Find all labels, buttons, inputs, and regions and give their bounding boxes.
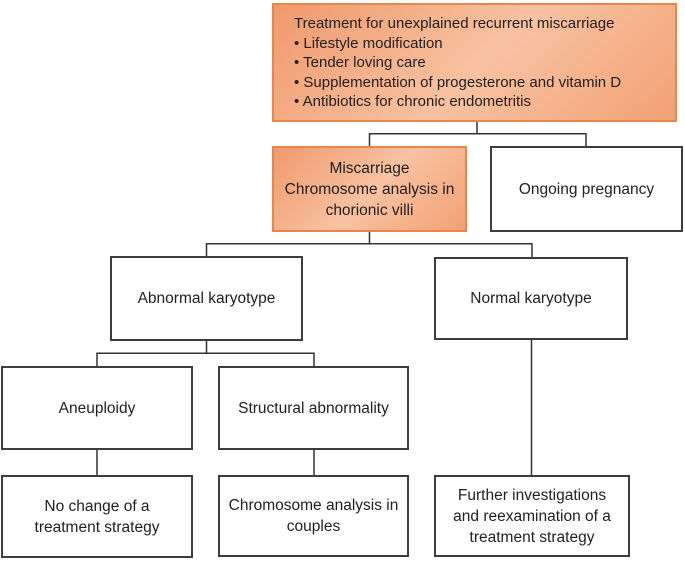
node-line: Chromosome analysis in <box>228 497 399 514</box>
treatment-bullet-3: • Supplementation of progesterone and vi… <box>294 73 622 91</box>
connector-level2-rail <box>368 133 587 146</box>
node-line: Chromosome analysis in <box>284 180 455 198</box>
node-line: Normal karyotype <box>470 290 592 307</box>
node-line: and reexamination of a <box>453 507 611 525</box>
connector-level4-rail <box>96 352 315 366</box>
node-line: No change of a <box>44 497 150 515</box>
node-line: Aneuploidy <box>58 399 136 417</box>
node-abnormal-karyotype: Abnormal karyotype <box>110 256 303 341</box>
node-structural-abnormality: Structural abnormality <box>218 366 409 450</box>
node-line: couples <box>286 518 341 535</box>
node-further-investigations: Further investigations and reexamination… <box>434 475 630 557</box>
node-line: Miscarriage <box>329 159 410 177</box>
node-line: treatment strategy <box>469 528 595 546</box>
node-line: chorionic villi <box>325 201 414 219</box>
node-normal-karyotype: Normal karyotype <box>434 257 628 340</box>
node-treatment-plan: Treatment for unexplained recurrent misc… <box>272 3 677 122</box>
node-line: treatment strategy <box>34 518 160 536</box>
node-miscarriage-analysis: Miscarriage Chromosome analysis in chori… <box>272 146 467 232</box>
node-line: Further investigations <box>457 486 607 504</box>
treatment-bullet-4: • Antibiotics for chronic endometritis <box>294 93 532 110</box>
node-line: Ongoing pregnancy <box>518 180 655 198</box>
node-ongoing-pregnancy: Ongoing pregnancy <box>490 146 683 232</box>
treatment-title: Treatment for unexplained recurrent misc… <box>294 15 615 32</box>
node-aneuploidy: Aneuploidy <box>1 366 193 450</box>
treatment-bullet-1: • Lifestyle modification <box>294 34 443 52</box>
node-no-change-strategy: No change of a treatment strategy <box>1 475 193 558</box>
node-chromosome-analysis-couples: Chromosome analysis in couples <box>218 475 409 557</box>
node-line: Structural abnormality <box>238 399 389 417</box>
node-line: Abnormal karyotype <box>137 290 276 307</box>
connector-level3-rail <box>205 243 533 257</box>
treatment-bullet-2: • Tender loving care <box>294 54 426 71</box>
